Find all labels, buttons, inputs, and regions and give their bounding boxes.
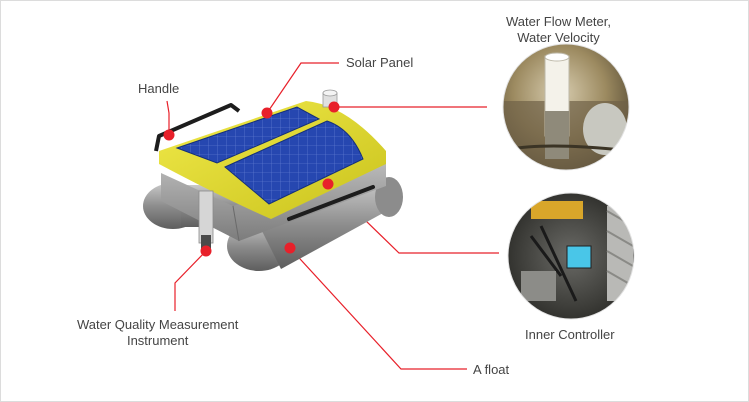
leader-handle (166, 100, 170, 135)
dot-controller (322, 178, 334, 190)
dot-solar (261, 107, 273, 119)
water-quality-probe (198, 190, 214, 249)
dot-float (284, 242, 296, 254)
dot-flow-meter (328, 101, 340, 113)
dot-water-quality (200, 245, 212, 257)
label-handle: Handle (138, 81, 180, 96)
leader-float (289, 247, 467, 370)
label-water-quality: Water Quality Measurement Instrument (77, 317, 239, 348)
dot-handle (163, 129, 175, 141)
leader-water-quality (174, 250, 207, 311)
solar-panels (175, 106, 364, 205)
label-float: A float (473, 362, 510, 377)
solar-panel-left (175, 106, 321, 164)
side-rail (287, 185, 375, 221)
flow-meter-photo (503, 44, 629, 170)
inner-controller-photo (508, 193, 634, 319)
label-inner-controller: Inner Controller (525, 327, 615, 342)
label-flow-meter: Water Flow Meter, Water Velocity (506, 14, 611, 45)
solar-panel-right (224, 120, 364, 205)
label-solar-panel: Solar Panel (346, 55, 414, 70)
top-handle (154, 103, 241, 152)
flow-meter-post (322, 89, 338, 108)
leader-solar (266, 62, 339, 114)
callout-dots (163, 101, 340, 257)
